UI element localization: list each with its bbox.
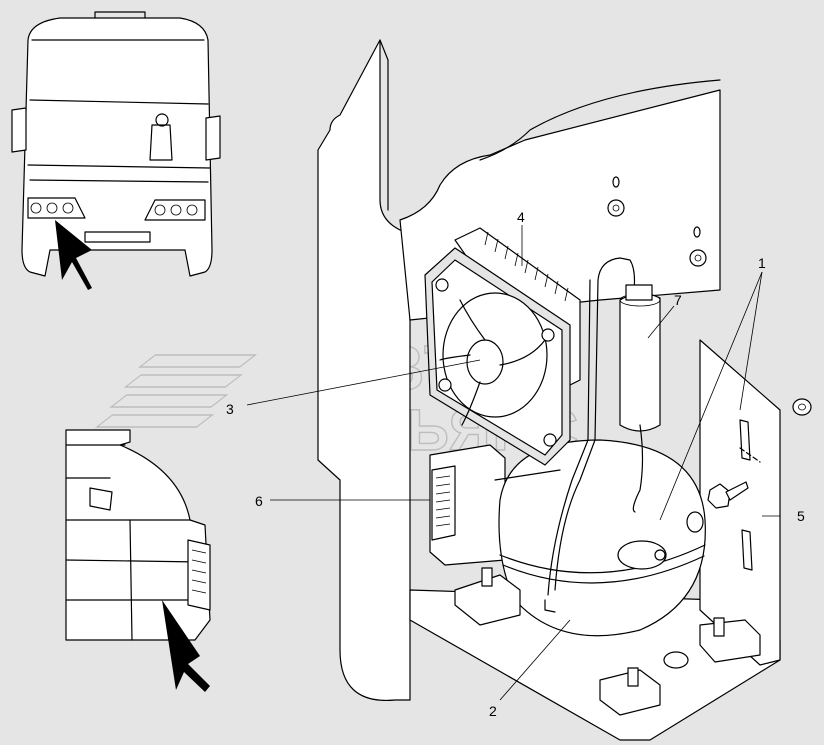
inset-bus-side — [65, 429, 211, 692]
callout-labels: 1 2 3 4 5 6 7 — [226, 209, 805, 719]
callout-2: 2 — [489, 703, 497, 719]
callout-6: 6 — [255, 493, 263, 509]
leader-lines — [246, 225, 780, 701]
callout-3: 3 — [226, 401, 234, 417]
callout-7: 7 — [674, 292, 682, 308]
inset-bus-front — [11, 11, 221, 290]
main-assembly — [317, 39, 812, 741]
callout-5: 5 — [797, 508, 805, 524]
callout-4: 4 — [517, 209, 525, 225]
callout-1: 1 — [758, 255, 766, 271]
